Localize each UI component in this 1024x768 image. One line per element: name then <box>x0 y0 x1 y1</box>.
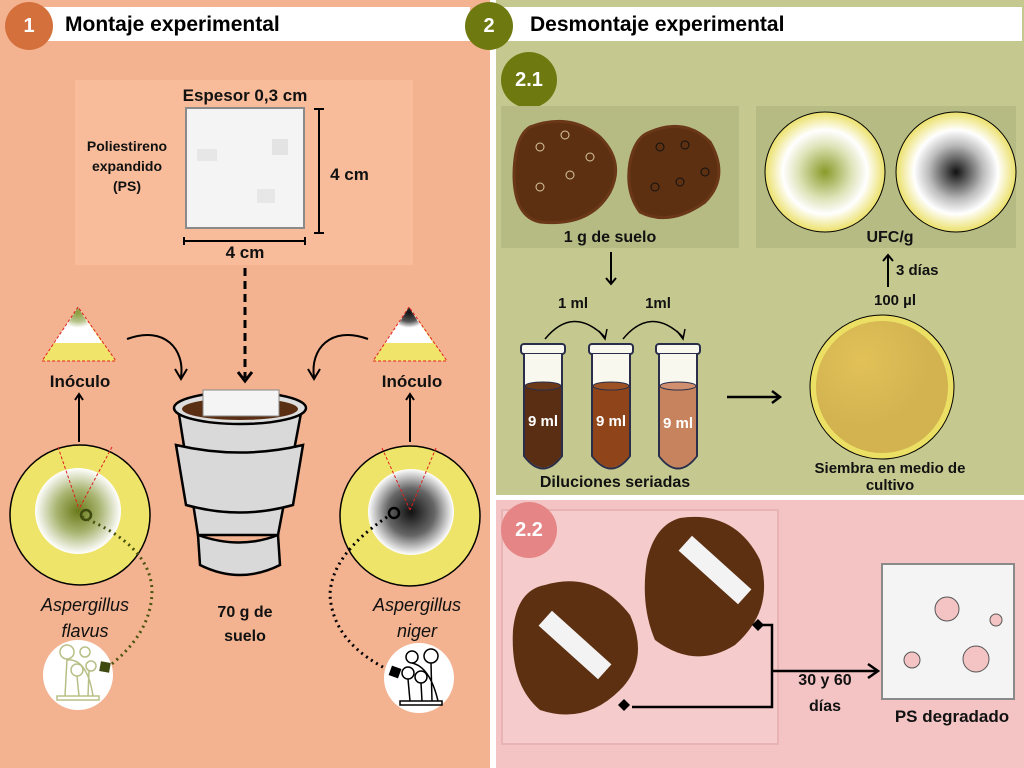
ps-material-line: expandido <box>91 158 162 174</box>
transfer-arrow-icon <box>544 320 608 341</box>
curved-arrow-icon <box>307 333 369 381</box>
dilution-tube-2: 9 ml <box>586 341 636 476</box>
conidiophore-icon <box>56 644 100 701</box>
section-title-2: Desmontaje experimental <box>530 13 785 36</box>
exposure-time-label: 30 y 60 días <box>785 668 865 720</box>
arrow-right-icon <box>727 390 783 404</box>
section-title-1: Montaje experimental <box>65 13 280 36</box>
ps-sample-square <box>185 107 305 229</box>
incubation-days-label: 3 días <box>896 262 939 279</box>
species-genus: Aspergillus <box>372 595 462 615</box>
divider <box>496 495 1024 500</box>
step-badge-2: 2 <box>465 2 513 50</box>
step-badge-1: 1 <box>5 2 53 50</box>
species-epithet: niger <box>396 621 438 641</box>
exposure-time-line: días <box>808 698 841 715</box>
dilution-tube-1: 9 ml <box>518 341 568 476</box>
divider <box>490 0 496 768</box>
thickness-label: Espesor 0,3 cm <box>182 86 308 105</box>
inoculum-label-flavus: Inóculo <box>49 372 111 391</box>
degraded-ps-square <box>881 563 1015 700</box>
header-bar-2 <box>496 7 1022 41</box>
header-bar-1 <box>40 7 470 41</box>
dotted-connector-niger <box>328 515 396 675</box>
transfer-volume-label: 1 ml <box>557 295 588 312</box>
arrow-up-icon <box>882 253 894 287</box>
tube-volume-label: 9 ml <box>662 415 693 432</box>
species-epithet: flavus <box>61 621 109 641</box>
width-dimension-line <box>183 237 306 245</box>
bracket-arrow-icon <box>632 619 881 709</box>
dashed-arrow-down-icon <box>236 268 254 384</box>
soil-amount-line: 70 g de <box>217 604 273 621</box>
petri-dish-niger <box>339 445 481 587</box>
step-badge-2-2: 2.2 <box>501 502 557 558</box>
degradation-holes <box>903 596 1003 673</box>
soil-amount-line: suelo <box>224 628 266 645</box>
bracket-endpoint-icon <box>618 699 630 711</box>
soil-with-ps-illustration <box>512 516 765 715</box>
height-dimension-line <box>314 108 324 234</box>
species-label-flavus: Aspergillus flavus <box>25 592 145 644</box>
arrow-up-icon <box>74 392 84 442</box>
dilution-tube-3: 9 ml <box>653 341 703 476</box>
culture-plate-illustration <box>809 314 955 460</box>
height-label: 4 cm <box>330 165 369 184</box>
inoculum-wedge-flavus <box>41 306 117 362</box>
inoculum-wedge-niger <box>372 306 448 362</box>
transfer-volume-label: 1ml <box>645 295 671 312</box>
inoculum-label-niger: Inóculo <box>381 372 443 391</box>
transfer-arrow-icon <box>622 320 686 341</box>
step-badge-2-1: 2.1 <box>501 52 557 108</box>
conidiophore-niger-illustration <box>384 643 454 713</box>
plating-label-line: Siembra en medio de <box>814 460 966 477</box>
petri-dish-flavus <box>9 444 151 586</box>
tube-volume-label: 9 ml <box>595 413 626 430</box>
width-label: 4 cm <box>225 243 265 262</box>
degraded-ps-label: PS degradado <box>894 707 1010 726</box>
tube-volume-label: 9 ml <box>527 413 558 430</box>
arrow-down-icon <box>605 252 617 286</box>
species-genus: Aspergillus <box>40 595 130 615</box>
soil-weight-label: 1 g de suelo <box>563 229 657 246</box>
arrow-up-icon <box>405 392 415 442</box>
inoculum-volume-label: 100 µl <box>873 292 916 309</box>
exposure-time-line: 30 y 60 <box>798 672 852 689</box>
ps-material-label: Poliestireno expandido (PS) <box>72 136 182 196</box>
plating-label: Siembra en medio de cultivo <box>790 460 990 494</box>
dilutions-label: Diluciones seriadas <box>539 474 691 491</box>
plating-label-line: cultivo <box>865 477 915 494</box>
soil-amount-label: 70 g de suelo <box>185 601 305 649</box>
soil-cup-illustration <box>172 389 308 577</box>
conidiophore-flavus-illustration <box>43 640 113 710</box>
species-label-niger: Aspergillus niger <box>357 592 477 644</box>
conidiophore-icon <box>399 648 443 706</box>
ps-material-line: Poliestireno <box>86 138 168 154</box>
ps-material-line: (PS) <box>113 178 141 194</box>
curved-arrow-icon <box>126 333 188 381</box>
dotted-connector-endpoint <box>99 661 111 673</box>
soil-samples-illustration <box>512 119 721 225</box>
cfu-label: UFC/g <box>866 229 914 246</box>
cfu-plates-illustration <box>764 111 1017 233</box>
